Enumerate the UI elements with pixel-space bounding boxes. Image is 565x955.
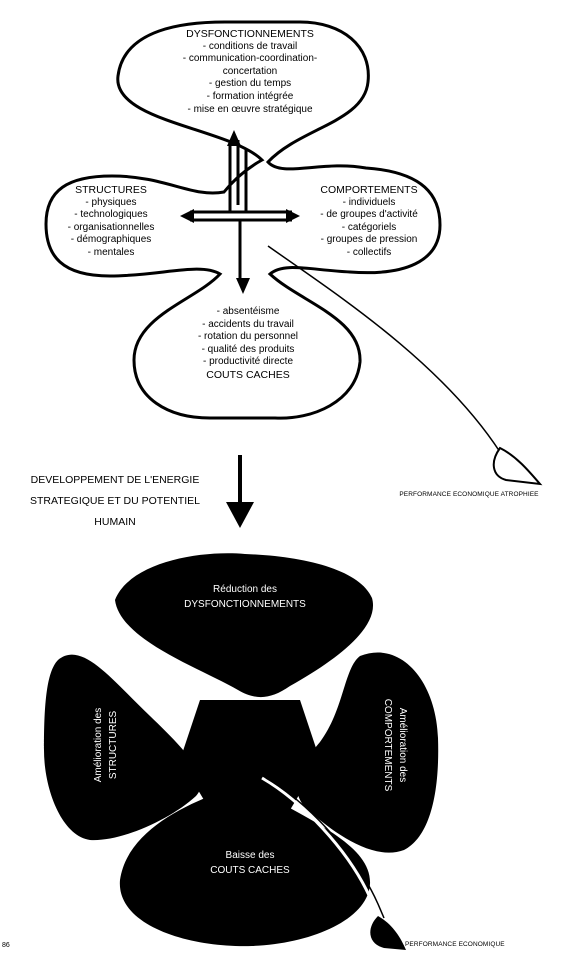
comportements-block: COMPORTEMENTS - individuels - de groupes…	[300, 184, 438, 260]
structures-item: - organisationnelles	[67, 221, 155, 233]
arrow-right-head	[286, 209, 300, 223]
couts-caches-item: - productivité directe	[202, 356, 294, 368]
top-petal-text: Réduction des DYSFONCTIONNEMENTS	[160, 582, 330, 612]
dysfonctionnements-item: - gestion du temps	[208, 78, 292, 90]
right-petal-text: Amélioration des COMPORTEMENTS	[380, 680, 410, 810]
comportements-item: - individuels	[342, 196, 396, 208]
performance-stem-outline	[265, 777, 385, 919]
dysfonctionnements-item: - mise en œuvre stratégique	[187, 103, 313, 115]
big-arrow-head	[226, 502, 254, 528]
bottom-petal-text: Baisse des COUTS CACHES	[170, 848, 330, 878]
transition-line: HUMAIN	[94, 516, 136, 528]
arrow-up-head	[227, 130, 241, 146]
dysfonctionnements-item: concertation	[222, 65, 278, 77]
structures-block: STRUCTURES - physiques - technologiques …	[48, 184, 174, 260]
couts-caches-block: - absentéisme - accidents du travail - r…	[158, 306, 338, 382]
atrophied-leaf	[492, 446, 543, 486]
atrophied-stem	[267, 245, 501, 453]
comportements-title: COMPORTEMENTS	[320, 184, 418, 196]
left-petal-line: Amélioration des	[93, 707, 104, 783]
left-petal-text: Amélioration des STRUCTURES	[91, 685, 121, 805]
structures-item: - physiques	[85, 196, 137, 208]
performance-leaf	[370, 916, 406, 950]
comportements-item: - de groupes d'activité	[320, 209, 418, 221]
transition-line: STRATEGIQUE ET DU POTENTIEL	[30, 495, 200, 507]
structures-item: - mentales	[87, 246, 135, 258]
performance-stem	[261, 776, 374, 903]
bottom-petal-line: Baisse des	[225, 850, 275, 861]
bottom-petal-line: COUTS CACHES	[210, 865, 290, 876]
arrow-down-head	[236, 278, 250, 294]
structures-item: - technologiques	[74, 209, 148, 221]
comportements-item: - catégoriels	[341, 221, 397, 233]
left-petal-line: STRUCTURES	[108, 710, 119, 780]
top-petal-line: DYSFONCTIONNEMENTS	[184, 599, 306, 610]
dysfonctionnements-title: DYSFONCTIONNEMENTS	[186, 28, 314, 40]
bottom-clover	[44, 553, 439, 947]
performance-economique-label: PERFORMANCE ECONOMIQUE	[405, 941, 505, 948]
right-petal-line: Amélioration des	[397, 707, 408, 783]
couts-caches-item: - accidents du travail	[202, 318, 294, 330]
couts-caches-title: COUTS CACHES	[206, 368, 290, 381]
page-number: 86	[2, 942, 10, 949]
transition-line: DEVELOPPEMENT DE L'ENERGIE	[30, 474, 200, 486]
transition-text: DEVELOPPEMENT DE L'ENERGIE STRATEGIQUE E…	[0, 470, 230, 533]
comportements-item: - groupes de pression	[320, 234, 418, 246]
couts-caches-item: - absentéisme	[216, 306, 280, 317]
structures-title: STRUCTURES	[75, 184, 147, 196]
dysfonctionnements-item: - formation intégrée	[206, 90, 294, 102]
cross-arrows	[190, 140, 292, 280]
structures-item: - démographiques	[70, 234, 152, 246]
dysfonctionnements-item: - communication-coordination-	[182, 53, 318, 65]
top-petal-line: Réduction des	[213, 584, 277, 595]
performance-atrophiee-label: PERFORMANCE ECONOMIQUE ATROPHIEE	[399, 491, 539, 498]
arrow-left-head	[180, 209, 194, 223]
dysfonctionnements-item: - conditions de travail	[202, 40, 298, 52]
couts-caches-item: - rotation du personnel	[197, 331, 299, 343]
right-petal-line: COMPORTEMENTS	[382, 698, 393, 792]
dysfonctionnements-block: DYSFONCTIONNEMENTS - conditions de trava…	[150, 28, 350, 116]
comportements-item: - collectifs	[346, 246, 392, 258]
couts-caches-item: - qualité des produits	[201, 343, 295, 355]
